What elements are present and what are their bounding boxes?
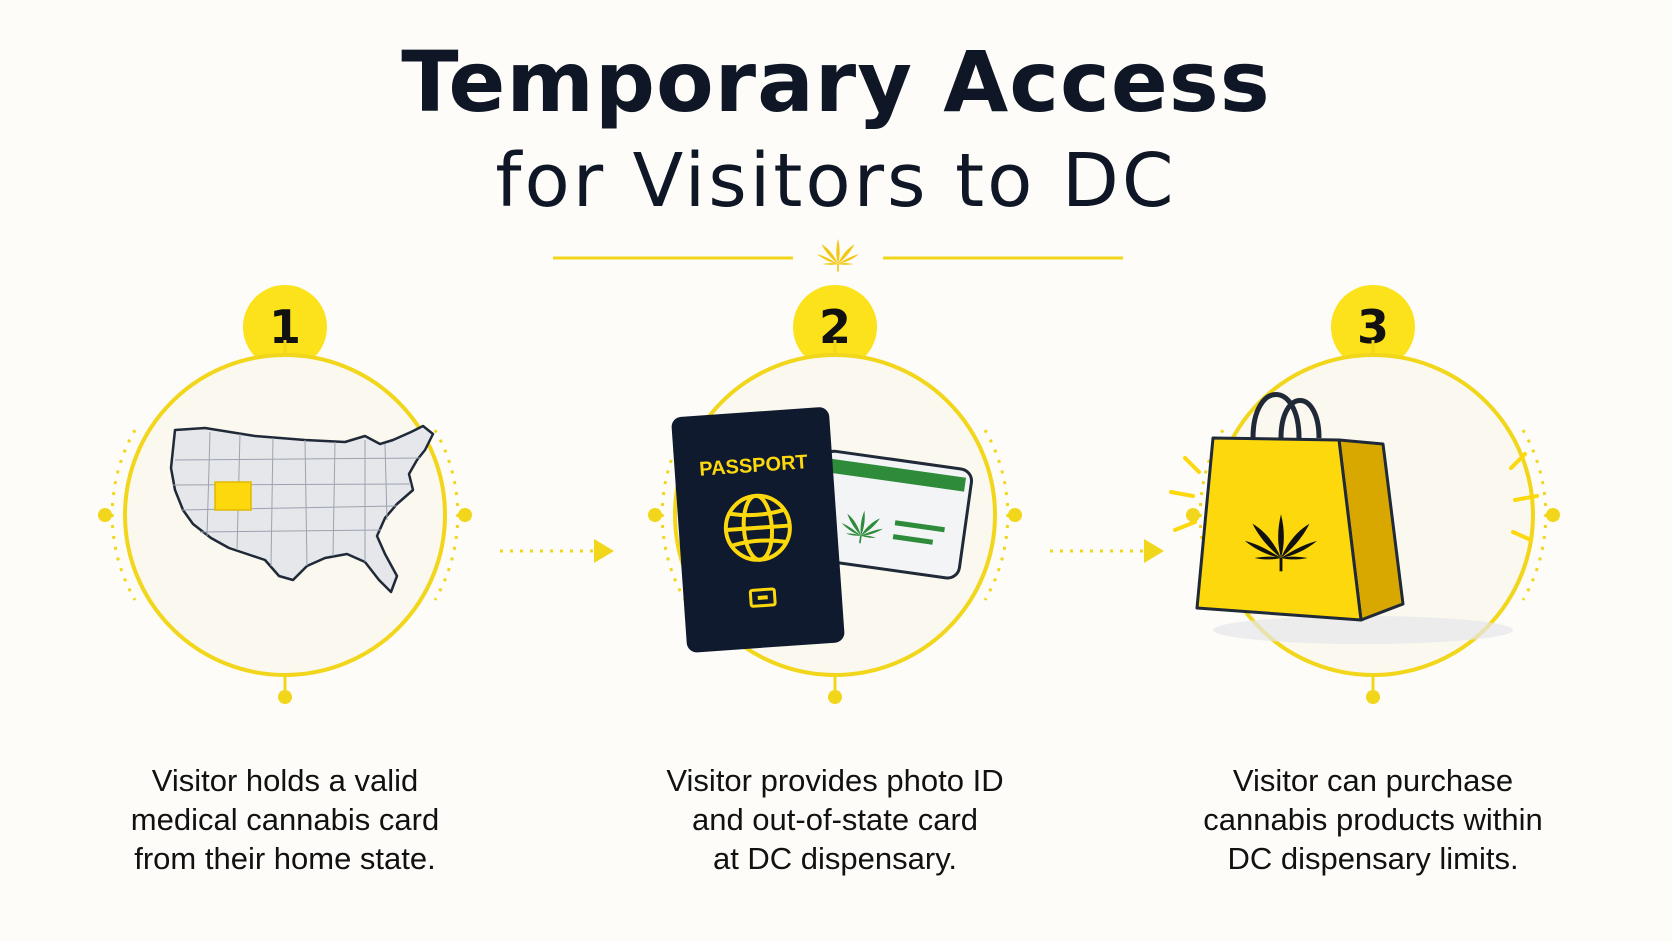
- page-title: Temporary Access: [401, 33, 1271, 131]
- step-2: 2 PASSPORT: [575, 285, 1095, 905]
- step-line: Visitor can purchase: [1232, 763, 1514, 798]
- step-arrow: [500, 539, 614, 563]
- step-number-badge: 2: [793, 285, 877, 369]
- step-line: from their home state.: [134, 841, 436, 876]
- us-map-icon: [169, 424, 435, 594]
- step-line: and out-of-state card: [691, 802, 979, 837]
- step-illustration-frame: PASSPORT: [648, 340, 1022, 704]
- shopping-bag-icon: [1195, 392, 1513, 644]
- step-number-badge: 3: [1331, 285, 1415, 369]
- step-arrow: [1050, 539, 1164, 563]
- step-line: Visitor provides photo ID: [666, 763, 1004, 798]
- step-description: Visitor provides photo ID and out-of-sta…: [595, 761, 1075, 878]
- step-illustration-frame: [98, 340, 472, 704]
- step-line: Visitor holds a valid: [151, 763, 419, 798]
- step-line: at DC dispensary.: [712, 841, 958, 876]
- step-illustration-frame: [1169, 340, 1560, 704]
- sparkle-icon: [1169, 452, 1539, 542]
- step-1: 1 Vis: [25, 285, 545, 905]
- step-3: 3 Visitor can pur: [1113, 285, 1633, 905]
- step-description: Visitor can purchase cannabis products w…: [1133, 761, 1613, 878]
- step-line: DC dispensary limits.: [1227, 841, 1519, 876]
- step-description: Visitor holds a valid medical cannabis c…: [45, 761, 525, 878]
- title-divider: [553, 238, 1123, 272]
- step-line: medical cannabis card: [130, 802, 440, 837]
- passport-icon: PASSPORT: [671, 407, 845, 653]
- cannabis-leaf-icon: [817, 238, 859, 272]
- page-subtitle: for Visitors to DC: [495, 138, 1177, 224]
- step-line: cannabis products within: [1203, 802, 1543, 837]
